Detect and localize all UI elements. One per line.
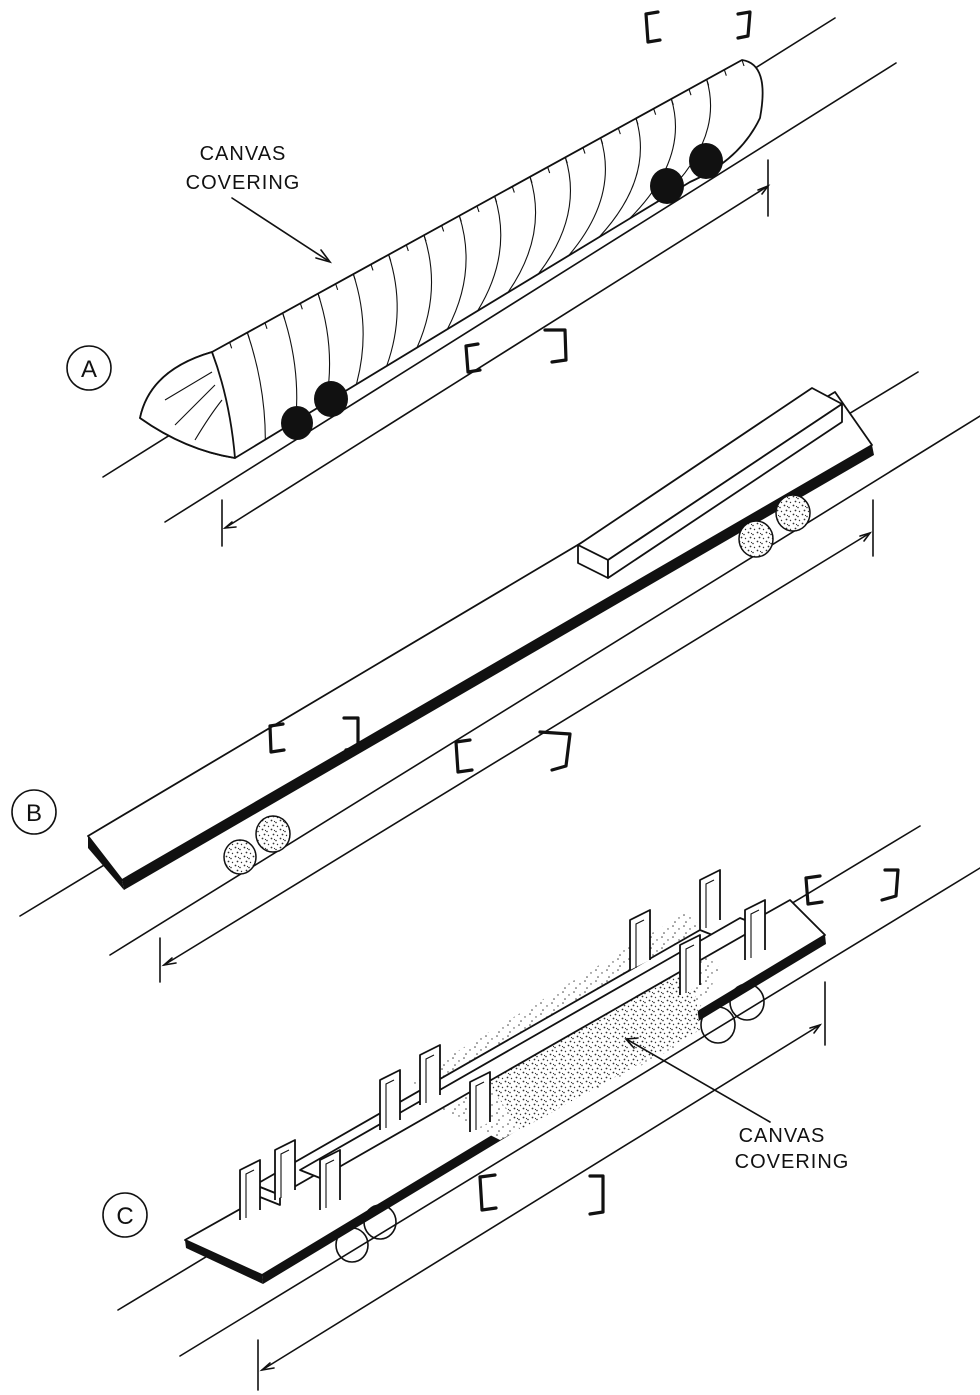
dimension-bracket	[454, 738, 474, 774]
dimension-bracket	[538, 730, 572, 772]
panel-a-marker	[66, 345, 112, 391]
rail-line	[179, 867, 980, 1357]
rail-line	[109, 415, 980, 956]
wheel	[650, 168, 684, 204]
canvas-covered-load	[139, 59, 764, 459]
dimension-bracket	[880, 868, 900, 902]
panel-a-letter: A	[81, 356, 97, 383]
dimension-bracket	[478, 1173, 498, 1212]
dimension-bracket	[268, 722, 286, 754]
wheel	[363, 1204, 397, 1240]
panel-c-marker	[102, 1192, 148, 1238]
panel-c-letter: C	[116, 1203, 133, 1230]
panel-b: B	[11, 371, 980, 983]
wheel	[281, 406, 313, 440]
canvas-covering-label-line1: CANVAS	[739, 1125, 826, 1147]
stake-bracket	[679, 934, 701, 995]
panel-c: CANVAS COVERING C	[102, 825, 980, 1391]
load-block-side	[607, 403, 843, 579]
dimension-bracket	[588, 1174, 605, 1216]
stake-bracket	[629, 909, 651, 970]
rail-line	[164, 62, 897, 523]
load-end-face	[139, 351, 236, 459]
wheel	[775, 494, 811, 532]
wheel	[314, 381, 348, 417]
dimension-line	[224, 185, 769, 529]
panel-b-marker	[11, 789, 57, 835]
dimension-line	[261, 1024, 821, 1371]
dimension-bracket	[804, 874, 824, 906]
stake-bracket	[379, 1069, 401, 1130]
dimension-bracket	[464, 342, 482, 374]
wheel	[700, 1006, 736, 1044]
dimension-line	[163, 532, 871, 966]
stake-bracket	[239, 1159, 261, 1220]
wheel	[255, 815, 291, 853]
canvas-covering-label-line2: COVERING	[735, 1151, 850, 1173]
leader-line	[627, 1039, 771, 1123]
stake-bracket	[469, 1071, 491, 1132]
wheel	[335, 1227, 369, 1263]
wheel	[689, 143, 723, 179]
panel-b-letter: B	[26, 800, 42, 827]
wheel	[729, 983, 765, 1021]
wheel	[223, 839, 257, 875]
canvas-covering-label-line2: COVERING	[186, 172, 301, 194]
leader-line	[231, 197, 328, 261]
panel-a: CANVAS COVERING A	[66, 10, 897, 547]
stake-bracket	[274, 1139, 296, 1200]
dimension-bracket	[543, 328, 568, 364]
stake-bracket	[419, 1044, 441, 1105]
flatcar-side	[122, 445, 874, 890]
stake-bracket	[319, 1149, 341, 1210]
stake-bracket	[744, 899, 766, 960]
dimension-bracket	[644, 10, 662, 44]
wheel	[738, 520, 774, 558]
dimension-bracket	[736, 10, 752, 40]
dimension-bracket	[342, 716, 360, 752]
canvas-covering-label-line1: CANVAS	[200, 143, 287, 165]
stake-bracket	[699, 869, 721, 930]
